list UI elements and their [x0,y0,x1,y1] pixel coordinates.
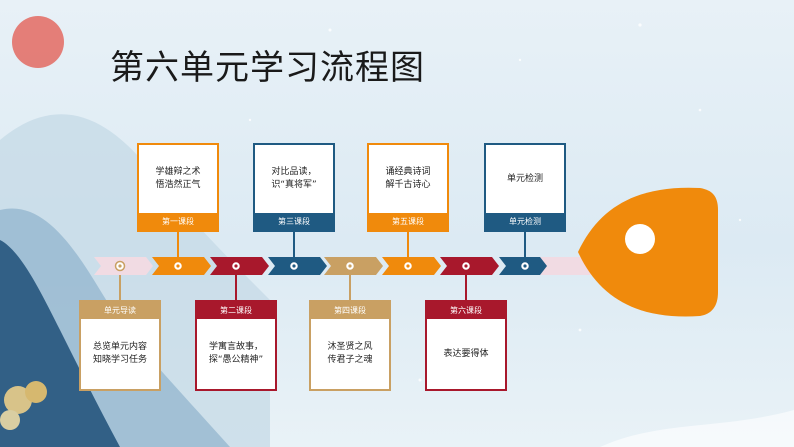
fish-eye [625,224,655,254]
stage-header: 第五课段 [369,213,447,230]
stage-header: 第三课段 [255,213,333,230]
stage-header: 第四课段 [311,302,389,319]
stage-connector [465,275,467,300]
page-title: 第六单元学习流程图 [110,48,425,88]
stage-card: 第一课段 学雄辩之术 悟浩然正气 [137,143,219,232]
stage-connector [177,232,179,257]
stage-description: 沐圣贤之风 传君子之魂 [327,342,373,365]
stage-card: 单元导读总览单元内容 知晓学习任务 [79,300,161,391]
timeline-node-center [292,264,296,268]
stage-header: 第一课段 [139,213,217,230]
stage-header: 第二课段 [197,302,275,319]
timeline-node-center [176,264,180,268]
stage-connector [349,275,351,300]
stage-connector [524,232,526,257]
stage-connector [119,275,121,300]
stage-description: 诵经典诗词 解千古诗心 [385,167,431,190]
stage-description: 学寓言故事， 探“愚公精神” [208,342,264,365]
stage-header: 第六课段 [427,302,505,319]
stage-description: 学雄辩之术 悟浩然正气 [155,167,201,190]
timeline-node-center [406,264,410,268]
stage-description: 总览单元内容 知晓学习任务 [92,342,147,365]
fish-tail-shape [578,187,718,317]
snow-dots [248,23,742,382]
stage-header: 单元检测 [486,213,564,230]
stage-header: 单元导读 [81,302,159,319]
stage-description: 单元检测 [506,173,543,184]
timeline-node-center [523,264,527,268]
timeline-node-center [234,264,238,268]
timeline-node-center [348,264,352,268]
stage-card: 第三课段 对比品读， 识“真将军” [253,143,335,232]
red-sun [12,16,64,68]
stage-card: 第四课段沐圣贤之风 传君子之魂 [309,300,391,391]
flower-decoration [0,381,47,430]
stage-description: 对比品读， 识“真将军” [271,167,317,190]
stage-card: 第五课段 诵经典诗词 解千古诗心 [367,143,449,232]
right-mist [600,410,794,447]
stage-card: 第六课段表达要得体 [425,300,507,391]
stage-card: 第二课段学寓言故事， 探“愚公精神” [195,300,277,391]
timeline-node-center [464,264,468,268]
timeline-node-center [118,264,122,268]
stage-connector [293,232,295,257]
stage-card: 单元检测单元检测 [484,143,566,232]
stage-description: 表达要得体 [443,348,489,359]
stage-connector [235,275,237,300]
stage-connector [407,232,409,257]
